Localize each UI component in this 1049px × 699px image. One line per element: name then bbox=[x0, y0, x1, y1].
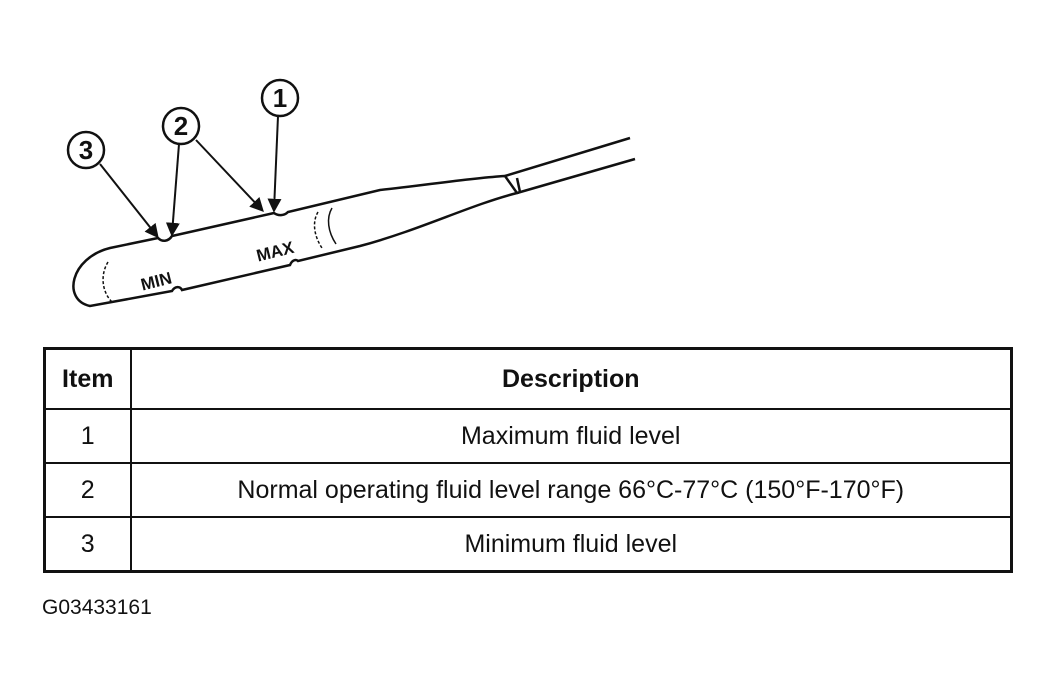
dipstick-diagram: MIN MAX 1 2 3 bbox=[66, 78, 636, 308]
leader-2b bbox=[195, 139, 264, 213]
row-description: Normal operating fluid level range 66°C-… bbox=[129, 462, 1013, 518]
row-description: Minimum fluid level bbox=[129, 516, 1013, 573]
leader-2a bbox=[165, 143, 180, 237]
leader-1 bbox=[267, 115, 282, 213]
row-item: 3 bbox=[43, 516, 132, 573]
table-header-row: Item Description bbox=[43, 347, 1013, 410]
dipstick-blade bbox=[72, 174, 520, 308]
legend-table: Item Description 1 Maximum fluid level 2… bbox=[43, 347, 1013, 573]
header-item: Item bbox=[43, 347, 132, 410]
row-item: 1 bbox=[43, 408, 132, 464]
leader-3 bbox=[99, 163, 159, 239]
dipstick-band-line bbox=[313, 211, 323, 249]
svg-text:3: 3 bbox=[79, 135, 93, 165]
callout-2: 2 bbox=[161, 106, 201, 146]
dipstick-shaft bbox=[504, 136, 636, 195]
svg-text:1: 1 bbox=[273, 83, 287, 113]
table-row: 2 Normal operating fluid level range 66°… bbox=[43, 462, 1013, 518]
table-row: 1 Maximum fluid level bbox=[43, 408, 1013, 464]
dipstick-band-line bbox=[327, 207, 337, 245]
svg-text:2: 2 bbox=[174, 111, 188, 141]
leader-lines bbox=[99, 115, 282, 239]
header-description: Description bbox=[129, 347, 1013, 410]
dipstick-tip-line bbox=[102, 261, 113, 303]
callout-1: 1 bbox=[260, 78, 300, 118]
table-row: 3 Minimum fluid level bbox=[43, 516, 1013, 573]
row-item: 2 bbox=[43, 462, 132, 518]
callout-3: 3 bbox=[66, 130, 106, 170]
figure-id: G03433161 bbox=[42, 596, 152, 619]
row-description: Maximum fluid level bbox=[129, 408, 1013, 464]
